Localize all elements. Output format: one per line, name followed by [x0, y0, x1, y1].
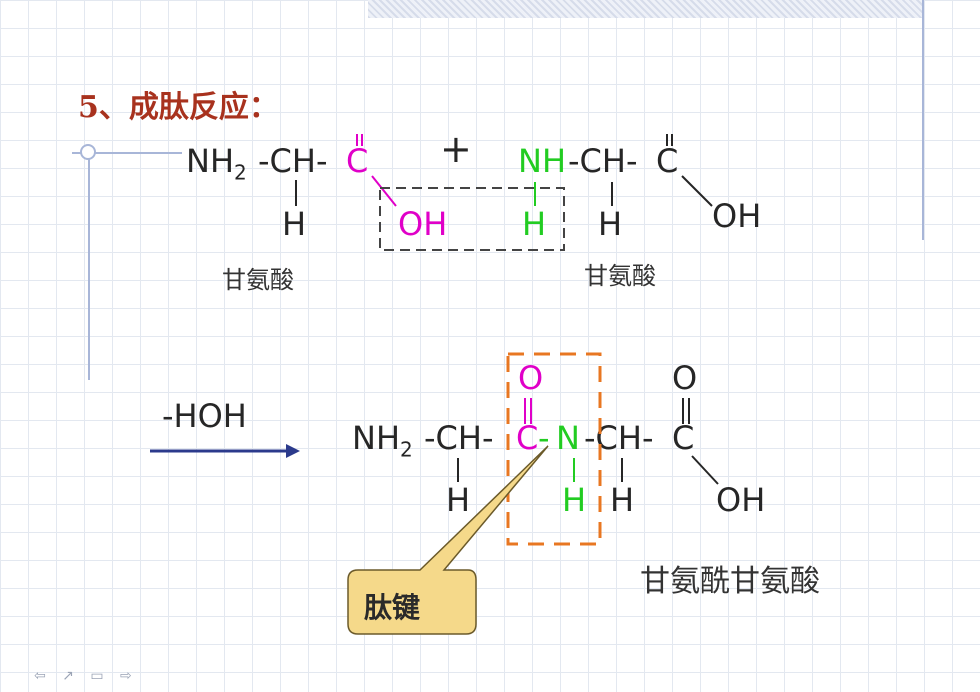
product-name: 甘氨酰甘氨酸 — [640, 564, 820, 599]
reactant2-carbon: C — [656, 142, 679, 180]
plus-sign: + — [440, 127, 472, 171]
callout-label: 肽键 — [364, 591, 421, 624]
reactant1-name: 甘氨酸 — [222, 266, 294, 294]
product-carbon: C — [516, 419, 539, 457]
product-bond-dash: - — [538, 419, 550, 457]
product-h2: H — [610, 481, 635, 519]
product-oxygen1: O — [518, 359, 544, 397]
frame-line — [922, 0, 924, 240]
reactant2-oh: OH — [712, 197, 762, 235]
product-oh: OH — [716, 481, 766, 519]
product-h-n: H — [562, 481, 587, 519]
product-nitrogen: N — [556, 419, 580, 457]
reactant2-ch: -CH- — [568, 142, 638, 180]
arrow-head — [286, 444, 300, 458]
frame-band — [368, 0, 923, 18]
reactant2-nh: NH — [518, 142, 566, 180]
slide-title: 5、成肽反应： — [78, 90, 279, 125]
arrow-label: -HOH — [162, 397, 247, 435]
product-carbon2: C — [672, 419, 695, 457]
frame-line — [72, 152, 182, 154]
reactant1-h: H — [282, 205, 307, 243]
product-nh2: NH2 — [352, 419, 413, 462]
reactant1-carbon: C — [346, 142, 369, 180]
product-oxygen2: O — [672, 359, 698, 397]
reactant1-ch: -CH- — [258, 142, 328, 180]
product-ch2: -CH- — [584, 419, 654, 457]
reactant2-h: H — [598, 205, 623, 243]
product-ch1: -CH- — [424, 419, 494, 457]
callout-bubble — [347, 445, 549, 635]
frame-ornament — [80, 144, 96, 160]
water-removal-box — [379, 187, 565, 251]
product-h1: H — [446, 481, 471, 519]
reactant2-name: 甘氨酸 — [584, 262, 656, 290]
reactant1-oh: OH — [398, 205, 448, 243]
peptide-bond-box — [506, 352, 602, 546]
bond-line — [371, 175, 397, 207]
frame-line — [88, 152, 90, 380]
reactant2-h-removed: H — [522, 205, 547, 243]
reactant1-nh2: NH2 — [186, 142, 247, 185]
bond-line — [691, 455, 719, 485]
slide-nav-icons[interactable]: ⇦ ↗ ▭ ⇨ — [34, 668, 138, 684]
bond-line — [681, 175, 713, 207]
